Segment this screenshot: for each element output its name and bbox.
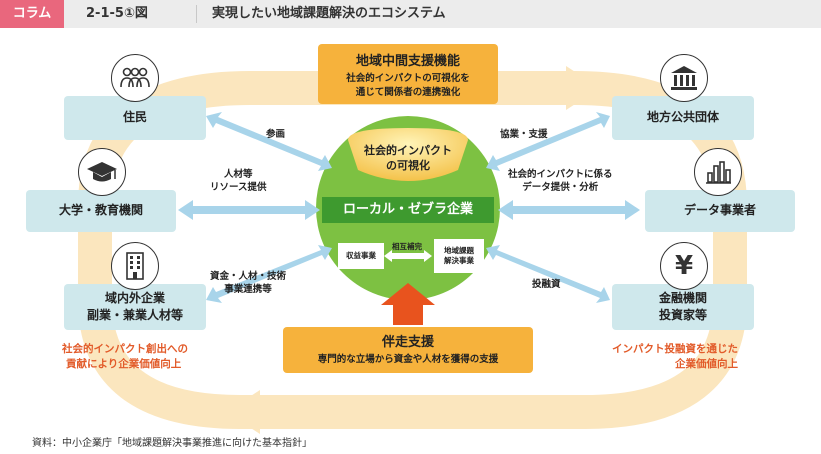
companies-line2: 副業・兼業人材等 — [86, 308, 183, 322]
mutual-complement-label: 相互補完 — [392, 242, 422, 251]
building-icon — [111, 242, 159, 290]
graduation-cap-icon — [78, 148, 126, 196]
regional-issue-line1: 地域課題 — [444, 245, 474, 255]
figure-header: コラム 2-1-5①図 実現したい地域課題解決のエコシステム — [0, 0, 821, 28]
companies-resource-line2: 事業連携等 — [224, 284, 272, 296]
arrow-residents — [206, 112, 332, 171]
government-box: 地方公共団体 — [612, 96, 754, 140]
people-icon — [111, 54, 159, 102]
university-resource-line1: 人材等 — [224, 169, 253, 180]
intermediary-support-line1: 社会的インパクトの可視化を — [346, 73, 470, 84]
left-value-note-line2: 貢献により企業価値向上 — [66, 358, 182, 371]
residents-box: 住民 — [64, 96, 206, 140]
accompanying-support-title: 伴走支援 — [381, 335, 434, 350]
collaboration-label: 協業・支援 — [500, 129, 548, 140]
finance-box: 金融機関 投資家等 — [612, 284, 754, 330]
right-value-note-line2: 企業価値向上 — [675, 358, 738, 371]
intermediary-support-box: 地域中間支援機能 社会的インパクトの可視化を 通じて関係者の連携強化 — [318, 44, 498, 104]
regional-issue-business-box: 地域課題 解決事業 — [434, 239, 484, 273]
arrow-finance — [486, 245, 610, 303]
yen-icon: ¥ — [660, 242, 708, 290]
impact-visualization-line1: 社会的インパクト — [364, 144, 452, 157]
companies-resource-line1: 資金・人材・技術 — [210, 271, 287, 282]
accompanying-support-box: 伴走支援 専門的な立場から資金や人材を獲得の支援 — [283, 327, 533, 373]
companies-box: 域内外企業 副業・兼業人材等 — [64, 284, 206, 330]
right-value-note-line1: インパクト投融資を通じた — [612, 343, 738, 355]
impact-visualization-line2: の可視化 — [386, 159, 430, 173]
data-provision-line2: データ提供・分析 — [522, 182, 599, 194]
investment-label: 投融資 — [532, 279, 561, 290]
intermediary-support-line2: 通じて関係者の連携強化 — [355, 87, 461, 99]
left-value-note-line1: 社会的インパクト創出への — [62, 343, 188, 355]
figure-number: 2-1-5①図 — [86, 6, 148, 21]
companies-line1: 域内外企業 — [104, 290, 165, 305]
arrow-government — [486, 112, 610, 171]
column-tag: コラム — [0, 0, 64, 28]
arrow-university — [178, 200, 320, 220]
loop-arrow-bottom — [226, 390, 260, 434]
data-provision-line1: 社会的インパクトに係る — [508, 169, 613, 180]
local-zebra-company-bar: ローカル・ゼブラ企業 — [322, 197, 494, 223]
right-value-note: インパクト投融資を通じた 企業価値向上 — [612, 342, 738, 372]
source-note: 資料：中小企業庁「地域課題解決事業推進に向けた基本指針」 — [32, 438, 312, 449]
university-box: 大学・教育機関 — [26, 190, 176, 232]
finance-line2: 投資家等 — [658, 308, 707, 322]
companies-resource-label: 資金・人材・技術 事業連携等 — [210, 270, 286, 297]
government-building-icon — [660, 54, 708, 102]
arrow-companies — [206, 245, 332, 303]
intermediary-support-title: 地域中間支援機能 — [355, 54, 460, 69]
regional-issue-line2: 解決事業 — [444, 256, 474, 265]
relation-arrows — [178, 112, 640, 303]
bar-chart-icon — [694, 148, 742, 196]
revenue-business-box: 収益事業 — [338, 243, 384, 269]
participation-label: 参画 — [266, 129, 286, 140]
figure-title: 実現したい地域課題解決のエコシステム — [212, 6, 446, 21]
data-providers-box: データ事業者 — [645, 190, 795, 232]
university-resource-line2: リソース提供 — [210, 182, 267, 194]
accompanying-support-body: 専門的な立場から資金や人材を獲得の支援 — [317, 354, 499, 365]
university-resource-label: 人材等 リソース提供 — [210, 168, 267, 195]
impact-funnel — [348, 128, 468, 181]
intermediary-support-body: 社会的インパクトの可視化を 通じて関係者の連携強化 — [318, 72, 498, 101]
data-provision-label: 社会的インパクトに係る データ提供・分析 — [508, 168, 613, 195]
support-up-arrow — [381, 283, 435, 325]
finance-line1: 金融機関 — [658, 290, 707, 305]
left-value-note: 社会的インパクト創出への 貢献により企業価値向上 — [62, 342, 188, 372]
arrow-data — [498, 200, 640, 220]
impact-visualization-label: 社会的インパクト の可視化 — [344, 143, 472, 174]
header-divider — [196, 5, 197, 23]
loop-arrow-top — [566, 66, 600, 110]
mutual-arrow — [384, 250, 432, 262]
